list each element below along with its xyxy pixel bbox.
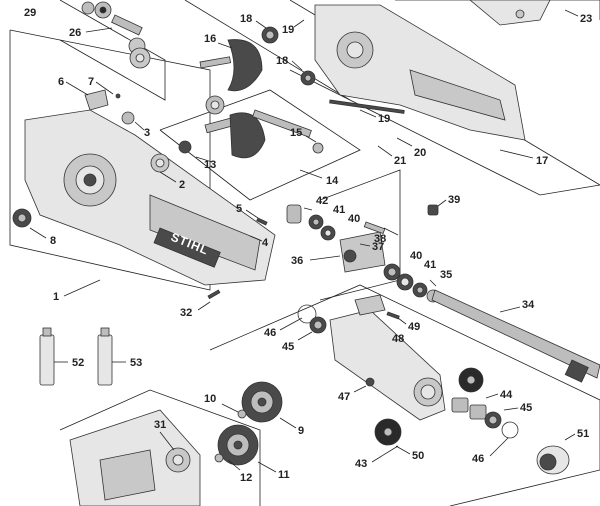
callout-47: 47 — [338, 391, 350, 403]
callout-53: 53 — [130, 357, 142, 369]
callout-29: 29 — [24, 7, 36, 19]
callout-50: 50 — [412, 450, 424, 462]
end-cap-51 — [536, 445, 570, 475]
callout-8: 8 — [50, 235, 56, 247]
gear-housing — [329, 294, 446, 421]
callout-39: 39 — [448, 194, 460, 206]
callout-19: 19 — [282, 24, 294, 36]
rotor-and-rings — [374, 367, 519, 446]
drive-arm-part — [199, 39, 263, 92]
callout-46: 46 — [472, 453, 484, 465]
callouts: 29 26 18 19 16 18 23 6 7 3 19 15 — [24, 7, 592, 484]
callout-10: 10 — [204, 393, 216, 405]
callout-34: 34 — [522, 299, 535, 311]
bearing-ring-lower — [300, 70, 316, 86]
bearing-ring-upper — [261, 26, 279, 44]
callout-46: 46 — [264, 327, 276, 339]
callout-45: 45 — [520, 402, 532, 414]
callout-20: 20 — [414, 147, 426, 159]
callout-9: 9 — [298, 425, 304, 437]
screw-49 — [386, 311, 400, 320]
callout-11: 11 — [278, 469, 290, 481]
plate-and-screw — [84, 89, 135, 125]
callout-44: 44 — [500, 389, 513, 401]
callout-26: 26 — [69, 27, 81, 39]
callout-41: 41 — [424, 259, 436, 271]
crankshaft-assembly — [178, 95, 324, 159]
callout-15: 15 — [290, 127, 302, 139]
callout-1: 1 — [53, 291, 59, 303]
callout-48: 48 — [392, 333, 404, 345]
spur-gears — [214, 381, 283, 466]
callout-35: 35 — [440, 269, 452, 281]
callout-17: 17 — [536, 155, 548, 167]
callout-32: 32 — [180, 307, 192, 319]
callout-4: 4 — [262, 237, 269, 249]
lower-housing — [69, 409, 201, 506]
callout-41: 41 — [333, 204, 345, 216]
callout-51: 51 — [577, 428, 589, 440]
callout-40: 40 — [410, 250, 422, 262]
callout-3: 3 — [144, 127, 150, 139]
callout-5: 5 — [236, 203, 242, 215]
callout-13: 13 — [204, 159, 216, 171]
bevel-gear-assembly — [81, 1, 151, 69]
callout-18: 18 — [276, 55, 288, 67]
callout-14: 14 — [326, 175, 339, 187]
crankcase-half-top — [314, 4, 526, 141]
callout-45: 45 — [282, 341, 294, 353]
callout-18: 18 — [240, 13, 252, 25]
bushing-47 — [365, 377, 375, 387]
callout-38: 38 — [374, 233, 386, 245]
callout-36: 36 — [291, 255, 303, 267]
callout-19: 19 — [378, 113, 390, 125]
main-housing: STIHL — [24, 109, 276, 286]
callout-52: 52 — [72, 357, 84, 369]
callout-42: 42 — [316, 195, 328, 207]
screws — [207, 217, 268, 300]
coupling-assembly — [286, 204, 439, 273]
grease-tubes — [39, 327, 113, 386]
seal-ring-8 — [12, 208, 32, 228]
rings-45-46-left — [297, 304, 327, 334]
callout-12: 12 — [240, 472, 252, 484]
drive-shaft — [431, 289, 600, 383]
callout-37: 37 — [372, 241, 384, 253]
callout-16: 16 — [204, 33, 216, 45]
callout-23: 23 — [580, 13, 592, 25]
callout-49: 49 — [408, 321, 420, 333]
cover-part-23 — [469, 0, 551, 26]
callout-31: 31 — [154, 419, 166, 431]
callout-43: 43 — [355, 458, 367, 470]
callout-6: 6 — [58, 76, 64, 88]
callout-21: 21 — [394, 155, 406, 167]
callout-40: 40 — [348, 213, 360, 225]
callout-7: 7 — [88, 76, 94, 88]
callout-2: 2 — [179, 179, 185, 191]
